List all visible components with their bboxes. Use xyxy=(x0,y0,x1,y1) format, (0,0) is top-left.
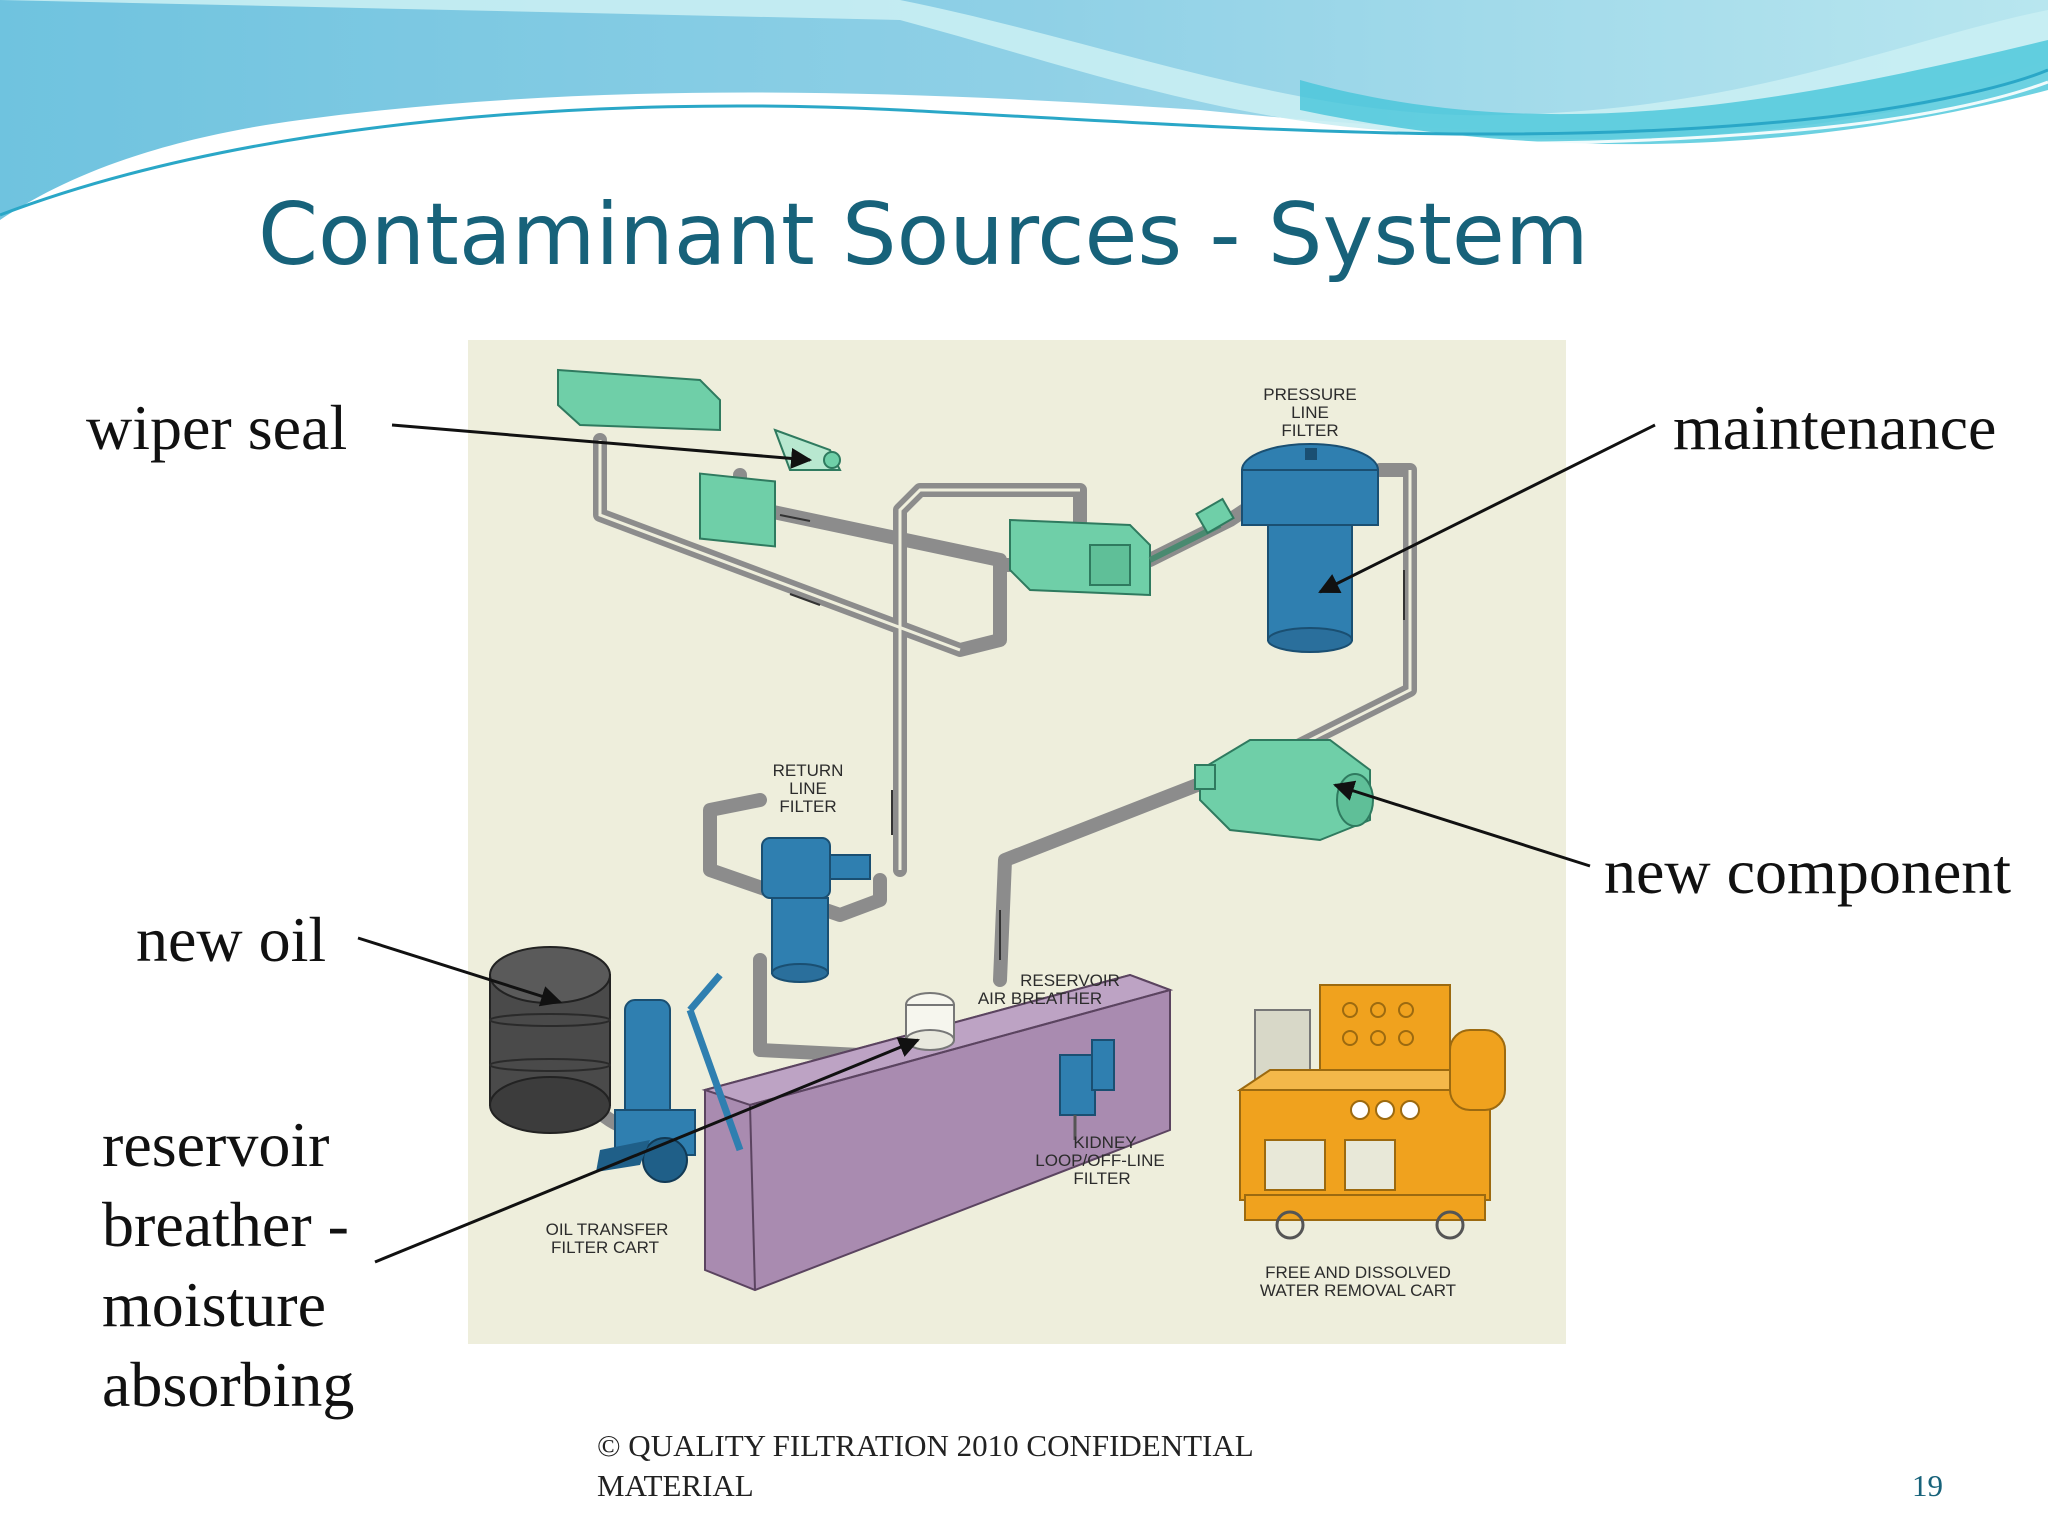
kidney-loop-filter xyxy=(1059,1039,1115,1140)
callout-breather-4: absorbing xyxy=(102,1349,355,1420)
kidney-filter-label-3: FILTER xyxy=(1073,1169,1130,1188)
header-wave xyxy=(0,0,2048,227)
page-number: 19 xyxy=(1912,1468,1943,1503)
callout-leaders xyxy=(357,423,1656,1264)
control-valve xyxy=(1009,497,1235,597)
new-oil-leader xyxy=(357,936,563,1007)
diagram-labels: PRESSURE LINE FILTER RETURN LINE FILTER … xyxy=(546,385,1456,1300)
pressure-line-filter xyxy=(1241,443,1379,653)
air-breather xyxy=(905,992,955,1051)
flow-arrows xyxy=(779,514,1405,960)
breather-leader xyxy=(374,1037,920,1264)
return-line-filter xyxy=(761,837,871,983)
water-cart-label-1: FREE AND DISSOLVED xyxy=(1265,1263,1451,1282)
pressure-filter-label-2: LINE xyxy=(1291,403,1329,422)
water-removal-cart xyxy=(1236,984,1506,1240)
callout-wiper-seal: wiper seal xyxy=(86,392,348,463)
water-cart-label-2: WATER REMOVAL CART xyxy=(1260,1281,1456,1300)
air-breather-label-2: AIR BREATHER xyxy=(978,989,1102,1008)
return-filter-label-2: LINE xyxy=(789,779,827,798)
callout-maintenance: maintenance xyxy=(1673,392,1997,463)
kidney-filter-label-1: KIDNEY xyxy=(1073,1133,1136,1152)
callout-breather-1: reservoir xyxy=(102,1109,330,1180)
slide-title: Contaminant Sources - System xyxy=(258,185,1589,285)
callout-new-component: new component xyxy=(1604,836,2011,907)
pressure-filter-label-3: FILTER xyxy=(1281,421,1338,440)
callout-breather-2: breather - xyxy=(102,1189,349,1260)
pressure-filter-label-1: PRESSURE xyxy=(1263,385,1357,404)
oil-transfer-filter-cart xyxy=(596,972,744,1183)
hydraulic-system-diagram: PRESSURE LINE FILTER RETURN LINE FILTER … xyxy=(468,340,1566,1344)
footer-copyright-line1: © QUALITY FILTRATION 2010 CONFIDENTIAL xyxy=(597,1428,1254,1463)
kidney-filter-label-2: LOOP/OFF-LINE xyxy=(1035,1151,1164,1170)
maintenance-leader xyxy=(1318,423,1656,594)
air-breather-label-1: RESERVOIR xyxy=(1020,971,1120,990)
callout-breather-3: moisture xyxy=(102,1269,326,1340)
wiper-seal-leader xyxy=(391,423,813,469)
transfer-cart-label-2: FILTER CART xyxy=(551,1238,659,1257)
footer-copyright-line2: MATERIAL xyxy=(597,1468,754,1503)
return-filter-label-3: FILTER xyxy=(779,797,836,816)
callout-new-oil: new oil xyxy=(136,904,327,975)
transfer-cart-label-1: OIL TRANSFER xyxy=(546,1220,669,1239)
new-component-leader xyxy=(1332,780,1591,868)
return-filter-label-1: RETURN xyxy=(773,761,844,780)
oil-drum xyxy=(489,946,611,1134)
